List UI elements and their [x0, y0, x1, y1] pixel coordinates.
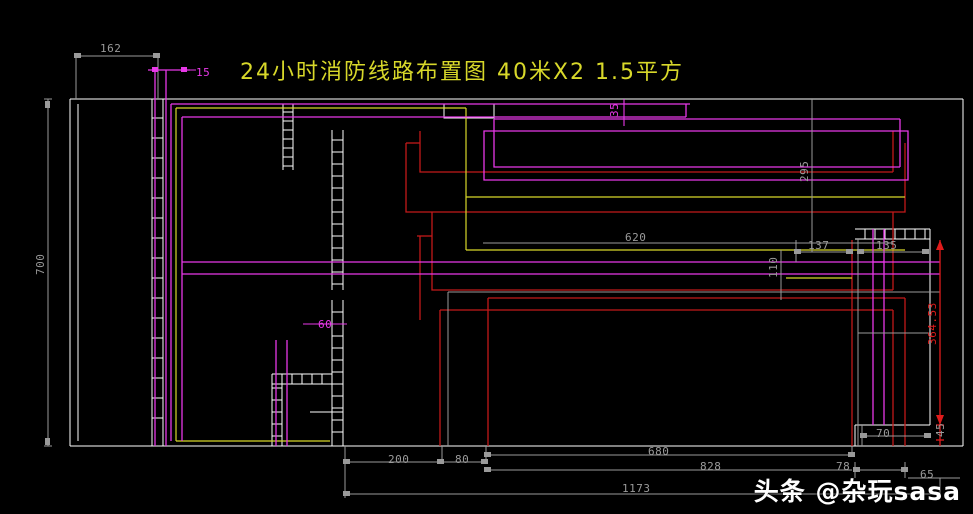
wire-loops-yellow	[175, 107, 905, 442]
dimension-45: 45	[934, 423, 947, 437]
wire-loops-magenta	[148, 69, 940, 446]
dimension-700: 700	[34, 254, 47, 275]
drawing-title: 24小时消防线路布置图 40米X2 1.5平方	[240, 60, 684, 85]
dimension-60: 60	[318, 318, 332, 331]
dimension-arrows	[45, 53, 931, 496]
dimension-137: 137	[808, 239, 829, 252]
dimension-364-53: 364.53	[926, 302, 939, 345]
dimension-lines	[44, 55, 960, 498]
dimension-1173: 1173	[622, 482, 651, 495]
dimension-828: 828	[700, 460, 721, 473]
dimension-162: 162	[100, 42, 121, 55]
wire-loops-red	[405, 131, 906, 446]
dimension-620: 620	[625, 231, 646, 244]
dimension-35: 35	[608, 103, 621, 117]
dimension-110: 110	[767, 257, 780, 278]
dimension-200: 200	[388, 453, 409, 466]
dimension-70: 70	[876, 427, 890, 440]
dimension-80: 80	[455, 453, 469, 466]
dimension-78: 78	[836, 460, 850, 473]
dimension-15: 15	[196, 66, 210, 79]
dimension-680: 680	[648, 445, 669, 458]
dimension-65: 65	[920, 468, 934, 481]
wall-outlines	[69, 98, 964, 447]
dimension-295: 295	[798, 161, 811, 182]
dimension-135: 135	[876, 239, 897, 252]
dimension-magenta-arrows	[152, 67, 187, 72]
dimension-red-arrows	[936, 240, 944, 425]
